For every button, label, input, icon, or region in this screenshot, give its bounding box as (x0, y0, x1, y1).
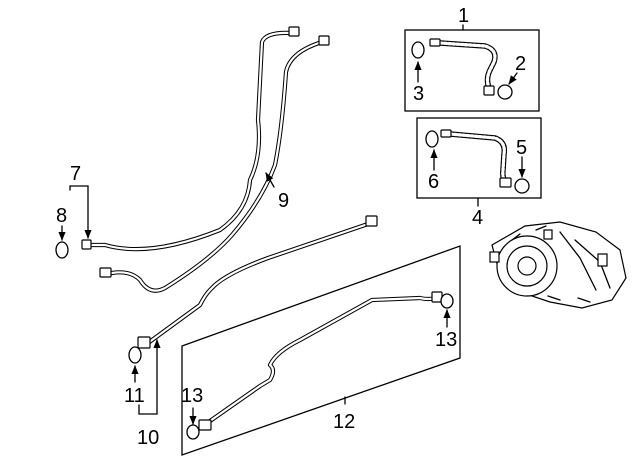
ac-compressor-illustration (489, 221, 627, 309)
o-ring-part-2 (497, 84, 513, 100)
callout-11: 11 (124, 385, 145, 407)
callout-3: 3 (413, 83, 424, 105)
callout-7: 7 (70, 163, 81, 185)
tube-panel-part-12 (181, 245, 461, 456)
o-ring-part-5 (514, 178, 530, 194)
callout-13-upper: 13 (435, 329, 457, 351)
o-ring-part-13-upper (440, 293, 454, 309)
callout-10: 10 (137, 427, 159, 449)
o-ring-part-6 (425, 130, 439, 148)
callout-8: 8 (56, 205, 67, 227)
o-ring-part-11 (128, 346, 142, 364)
callout-6: 6 (428, 171, 439, 193)
tube-part-10 (137, 215, 378, 349)
leader-lines (58, 24, 526, 425)
hose-box-part-4 (416, 117, 542, 199)
callout-1: 1 (458, 5, 469, 27)
callout-9: 9 (278, 190, 289, 212)
o-ring-part-13-lower (186, 424, 200, 440)
hose-box-part-1 (404, 29, 540, 112)
callout-2: 2 (515, 53, 526, 75)
callout-12: 12 (333, 411, 355, 433)
callout-13-lower: 13 (181, 385, 203, 407)
callout-5: 5 (516, 137, 527, 159)
tube-assembly-part-9 (81, 26, 330, 293)
o-ring-part-8 (55, 241, 69, 259)
o-ring-part-3 (411, 41, 425, 59)
callout-4: 4 (472, 207, 483, 229)
